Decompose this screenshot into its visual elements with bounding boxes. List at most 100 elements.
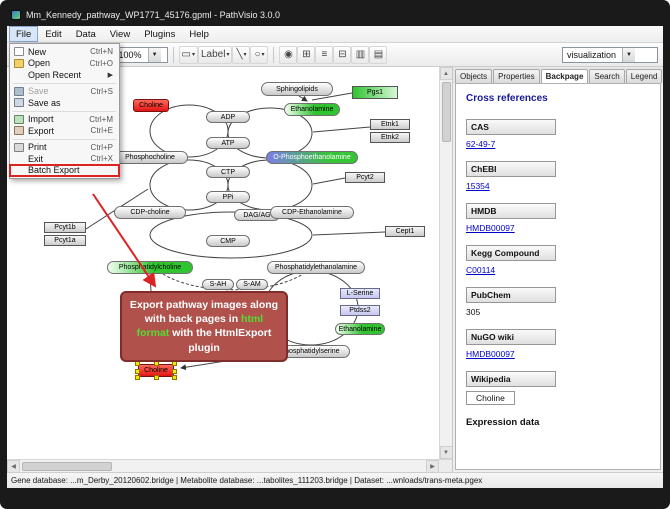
node-ptdss2[interactable]: Ptdss2 — [340, 305, 380, 316]
node-atp[interactable]: ATP — [206, 137, 250, 149]
menu-data[interactable]: Data — [75, 28, 96, 40]
node-pcyt1a[interactable]: Pcyt1a — [44, 235, 86, 246]
visualization-combo[interactable]: visualization ▼ — [562, 46, 658, 63]
node-ethanolamine[interactable]: Ethanolamine — [284, 103, 340, 116]
datanode-tool[interactable]: ▭▾ — [178, 45, 198, 64]
xref-value-chebi[interactable]: 15354 — [466, 181, 490, 191]
menu-edit[interactable]: Edit — [45, 28, 62, 40]
tab-objects[interactable]: Objects — [455, 69, 493, 83]
horizontal-scroll-thumb[interactable] — [22, 461, 112, 471]
selection-handle[interactable] — [154, 375, 159, 380]
menu-shortcut: Ctrl+E — [90, 126, 113, 136]
xref-value-kegg-compound[interactable]: C00114 — [466, 265, 496, 275]
xref-value-wikipedia[interactable]: Choline — [466, 391, 515, 405]
node-etnk2[interactable]: Etnk2 — [370, 132, 410, 143]
menu-separator — [13, 82, 116, 84]
node-s-ah[interactable]: S-AH — [202, 279, 234, 290]
xref-header: PubChem — [466, 287, 556, 303]
scroll-down-icon[interactable]: ▼ — [439, 446, 453, 459]
node-phosphatidylcholine[interactable]: Phosphatidylcholine — [107, 261, 193, 274]
xref-value-nugo-wiki[interactable]: HMDB00097 — [466, 349, 515, 359]
selection-handle[interactable] — [172, 368, 177, 374]
node-s-am[interactable]: S-AM — [236, 279, 268, 290]
selection-handle[interactable] — [172, 361, 177, 366]
menu-help[interactable]: Help — [189, 28, 209, 40]
node-pgs1[interactable]: Pgs1 — [352, 86, 398, 99]
node-cmp[interactable]: CMP — [206, 235, 250, 247]
node-choline[interactable]: Choline — [133, 99, 169, 112]
pathway-canvas[interactable]: Export pathway images along with back pa… — [7, 67, 439, 459]
selection-handle[interactable] — [135, 375, 140, 380]
file-menu-batch-export[interactable]: Batch Export — [9, 163, 120, 177]
scroll-left-icon[interactable]: ◀ — [7, 459, 20, 473]
menu-item-label: Open — [28, 58, 51, 69]
node-etnk1[interactable]: Etnk1 — [370, 119, 410, 130]
distribute-horizontal-icon[interactable]: ▥ — [351, 45, 370, 64]
selection-handle[interactable] — [135, 361, 140, 366]
canvas-horizontal-scrollbar[interactable]: ◀ ▶ — [7, 459, 452, 473]
xref-value-hmdb[interactable]: HMDB00097 — [466, 223, 515, 233]
node-phosphocholine[interactable]: Phosphocholine — [112, 151, 188, 164]
distribute-vertical-icon[interactable]: ▤ — [369, 45, 388, 64]
status-bar: Gene database: ...m_Derby_20120602.bridg… — [7, 472, 663, 488]
node-ethanolamine[interactable]: Ethanolamine — [335, 323, 385, 335]
node-cdp-choline[interactable]: CDP-choline — [114, 206, 186, 219]
callout-text-highlight: html format — [136, 313, 264, 340]
scroll-up-icon[interactable]: ▲ — [439, 67, 453, 80]
node-pcyt1b[interactable]: Pcyt1b — [44, 222, 86, 233]
menu-file[interactable]: File — [9, 26, 39, 42]
node-l-serine[interactable]: L-Serine — [340, 288, 380, 299]
node-ppi[interactable]: PPi — [206, 191, 250, 203]
tab-search[interactable]: Search — [589, 69, 625, 83]
vertical-scroll-thumb[interactable] — [441, 82, 451, 142]
xref-header: Kegg Compound — [466, 245, 556, 261]
align-vertical-icon[interactable]: ⊟ — [333, 45, 352, 64]
scroll-right-icon[interactable]: ▶ — [426, 459, 439, 473]
shape-tool[interactable]: ○▾ — [250, 45, 269, 64]
chevron-down-icon: ▾ — [191, 52, 195, 58]
line-tool[interactable]: ╲▾ — [232, 45, 251, 64]
menu-item-label: Save as — [28, 97, 61, 108]
node-phosphatidylethanolamine[interactable]: Phosphatidylethanolamine — [267, 261, 365, 274]
node-ctp[interactable]: CTP — [206, 166, 250, 178]
export-icon — [14, 126, 24, 136]
title-bar: Mm_Kennedy_pathway_WP1771_45176.gpml - P… — [11, 6, 280, 23]
menu-item-label: Open Recent — [28, 69, 82, 80]
align-horizontal-icon[interactable]: ⊞ — [297, 45, 316, 64]
tab-legend[interactable]: Legend — [625, 69, 663, 83]
selection-handle[interactable] — [172, 375, 177, 380]
node-sphingolipids[interactable]: Sphingolipids — [261, 82, 333, 96]
node-cdp-ethanolamine[interactable]: CDP-Ethanolamine — [270, 206, 354, 219]
xref-header: NuGO wiki — [466, 329, 556, 345]
selection-handle[interactable] — [154, 361, 159, 366]
align-center-icon[interactable]: ≡ — [315, 45, 334, 64]
node-o-phosphoethanolamine[interactable]: O-Phosphoethanolamine — [266, 151, 358, 164]
node-pcyt2[interactable]: Pcyt2 — [345, 172, 385, 183]
zoom-combo[interactable]: 100% ▼ — [113, 46, 168, 63]
selection-handle[interactable] — [135, 368, 140, 374]
menu-plugins[interactable]: Plugins — [144, 28, 176, 40]
tab-backpage[interactable]: Backpage — [540, 69, 589, 83]
save-icon — [14, 86, 24, 96]
node-dag-ag[interactable]: DAG/AG — [234, 209, 280, 221]
node-adp[interactable]: ADP — [206, 111, 250, 123]
xref-value-cas[interactable]: 62-49-7 — [466, 139, 496, 149]
chevron-down-icon: ▼ — [147, 47, 161, 62]
file-menu-open-recent[interactable]: Open Recent▶ — [10, 69, 119, 81]
file-menu-save-as[interactable]: Save as — [10, 97, 119, 109]
node-cept1[interactable]: Cept1 — [385, 226, 425, 237]
menu-view[interactable]: View — [109, 28, 131, 40]
anchor-icon[interactable]: ◉ — [279, 45, 298, 64]
canvas-vertical-scrollbar[interactable]: ▲ ▼ — [439, 67, 453, 459]
tab-properties[interactable]: Properties — [493, 69, 540, 83]
new-icon — [14, 47, 24, 57]
label-tool[interactable]: Label▾ — [197, 45, 233, 64]
